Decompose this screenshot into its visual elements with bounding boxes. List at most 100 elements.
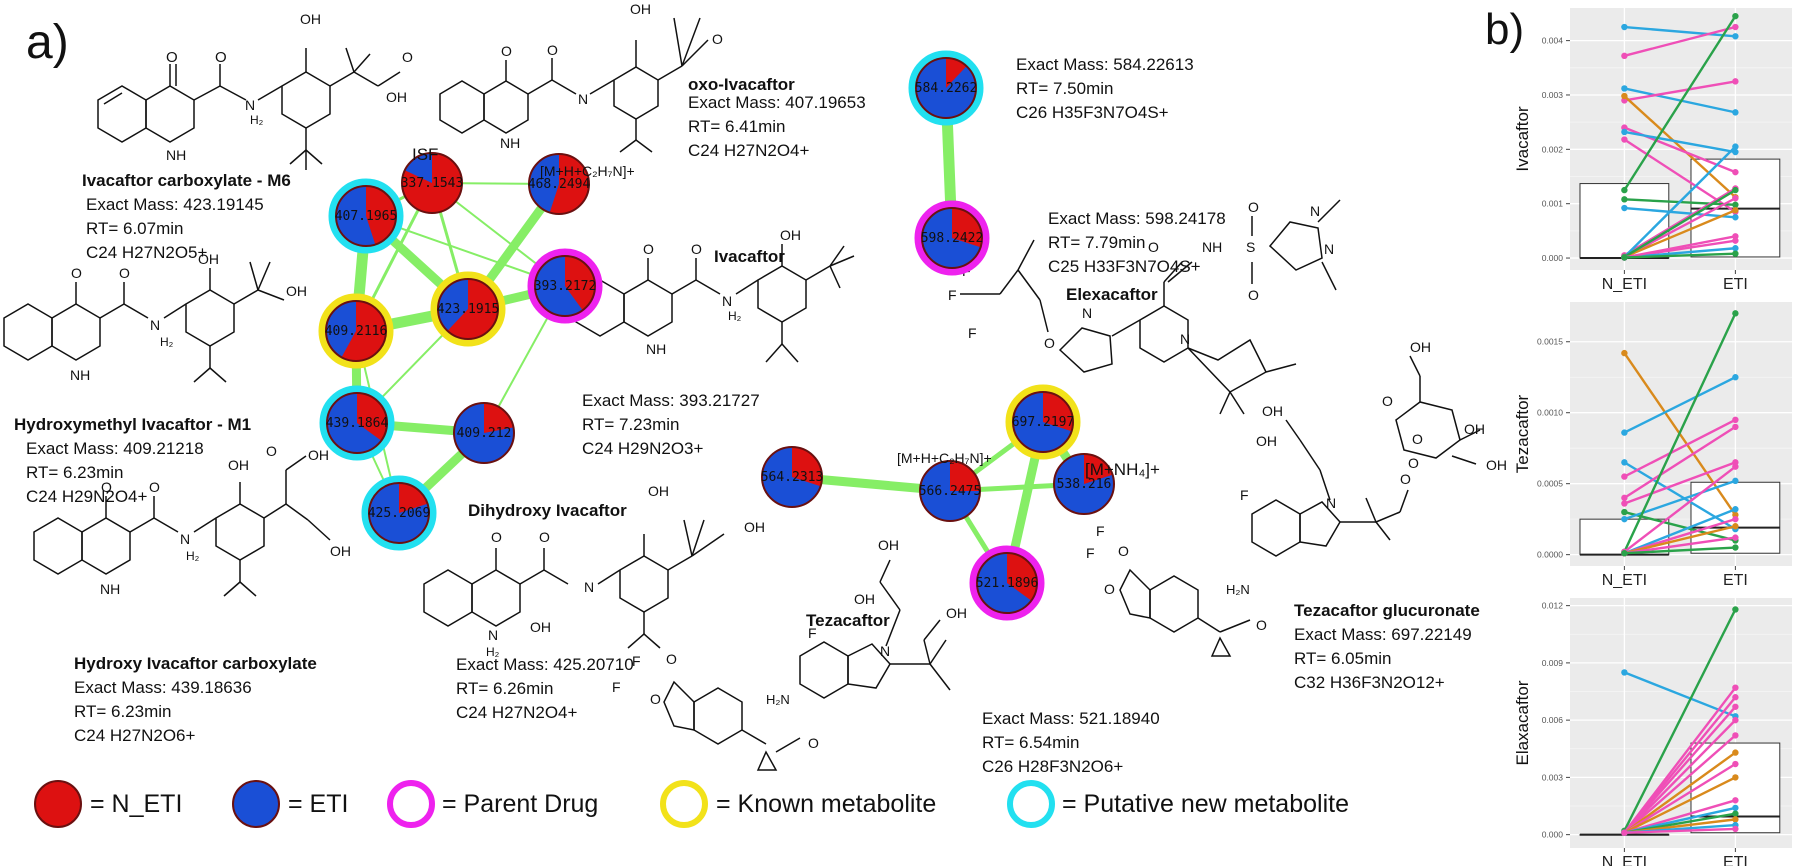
network-node[interactable]: 564.2313 [761,446,824,508]
data-point [1732,684,1739,691]
panel-b-label: b) [1485,5,1524,54]
network-node[interactable]: 566.2475 [919,460,982,522]
data-point [1621,92,1628,100]
node-label: 337.1543 [401,176,464,191]
svg-text:O: O [266,443,277,459]
svg-text:NH: NH [166,147,186,163]
network-node[interactable]: 425.2069 [361,475,437,551]
network-node[interactable]: 538.216 [1053,453,1115,515]
data-point [1732,760,1739,768]
svg-text:NH: NH [1202,239,1222,255]
network-node[interactable]: 407.1965 [328,178,404,254]
svg-text:NH: NH [70,367,90,383]
node-label: 409.2116 [325,324,388,339]
svg-text:RT= 6.05min: RT= 6.05min [1294,649,1391,668]
svg-text:N: N [1310,203,1320,219]
paired-line [1623,15,1737,191]
svg-text:C24 H29N2O4+: C24 H29N2O4+ [26,487,148,506]
network-node[interactable]: 584.2262 [908,50,984,126]
paired-line [1624,252,1736,259]
node-class-ring [430,271,506,347]
y-tick-label: 0.001 [1542,199,1564,209]
svg-text:= Putative new metabolite: = Putative new metabolite [1062,790,1349,818]
network-node[interactable]: 423.1915 [430,271,506,347]
y-axis-label: Tezacaftor [1513,394,1532,473]
paired-line [1623,209,1736,259]
node-label: 468.2494 [528,177,591,192]
pie-slice-n-eti [950,461,980,491]
svg-text:OH: OH [308,447,329,463]
svg-text:N: N [180,531,190,547]
paired-line [1623,508,1736,555]
svg-text:C26 H35F3N7O4S+: C26 H35F3N7O4S+ [1016,103,1169,122]
svg-text:OH: OH [780,227,801,243]
network-node[interactable]: 409.212 [453,402,515,464]
svg-text:O: O [1044,335,1055,351]
svg-text:Exact Mass: 439.18636: Exact Mass: 439.18636 [74,678,252,697]
adduct-label-468: [M+H+C₂H₇N]+ [540,163,635,179]
legend-putative-metabolite: = Putative new metabolite [1007,780,1349,828]
svg-text:OH: OH [1410,339,1431,355]
network-node[interactable]: 393.2172 [527,248,603,324]
structure-ivacaftor-carboxylate-m6: O O N H₂ OH O OH NH [97,11,413,170]
node-label: 566.2475 [919,484,982,499]
data-point [1732,544,1739,551]
legend-eti: = ETI [232,780,348,828]
isf-label: ISF [412,145,438,164]
node-border [528,153,590,215]
pie-slice-n-eti [484,403,514,433]
network-node[interactable]: 439.1864 [319,385,395,461]
pie-slice-n-eti [952,208,982,248]
y-tick-label: 0.012 [1542,601,1564,611]
svg-text:C24 H27N2O4+: C24 H27N2O4+ [688,141,810,160]
node-label: 697.2197 [1012,415,1075,430]
data-point [1732,416,1739,424]
data-point [1621,500,1628,507]
svg-text:O: O [491,529,502,545]
svg-text:NH: NH [646,341,666,357]
network-node[interactable]: 521.1896 [969,545,1045,621]
paired-line [1623,734,1737,834]
data-point [1732,694,1739,701]
network-node[interactable]: 468.2494 [528,153,591,215]
svg-text:Elexacaftor: Elexacaftor [1066,285,1158,304]
svg-text:OH: OH [198,251,219,267]
svg-text:= Parent Drug: = Parent Drug [442,790,598,818]
data-point [1732,245,1739,252]
svg-text:OH: OH [946,605,967,621]
paired-line [1623,418,1736,478]
svg-text:RT= 6.26min: RT= 6.26min [456,679,553,698]
data-point [1732,423,1739,431]
network-node[interactable]: 337.1543 [401,152,464,214]
data-point [1732,816,1739,823]
paired-line [1623,705,1737,834]
node-border [453,402,515,464]
adduct-label-538: [M+NH₄]+ [1085,460,1160,479]
data-point [1621,515,1628,523]
pie-slice-n-eti [792,447,822,487]
svg-text:N: N [722,293,732,309]
y-tick-label: 0.0005 [1537,479,1563,489]
svg-text:RT= 6.07min: RT= 6.07min [86,219,183,238]
network-node[interactable]: 598.2422 [914,200,990,276]
data-point [1621,669,1628,676]
network-node[interactable]: 697.2197 [1005,384,1081,460]
network-node[interactable]: 409.2116 [318,293,394,369]
data-point [1732,810,1739,817]
data-point [1732,804,1739,812]
node-border [401,152,463,214]
box [1579,183,1670,259]
svg-text:N: N [245,97,255,113]
data-point [1732,749,1739,756]
svg-text:O: O [691,241,702,257]
legend-n-eti: = N_ETI [34,780,182,828]
svg-text:OH: OH [1464,421,1485,437]
svg-text:RT= 6.23min: RT= 6.23min [74,702,171,721]
data-point [1732,310,1739,317]
legend-parent-drug: = Parent Drug [387,780,598,828]
node-border [437,278,499,340]
node-border [921,207,983,269]
paired-line [1624,235,1736,259]
